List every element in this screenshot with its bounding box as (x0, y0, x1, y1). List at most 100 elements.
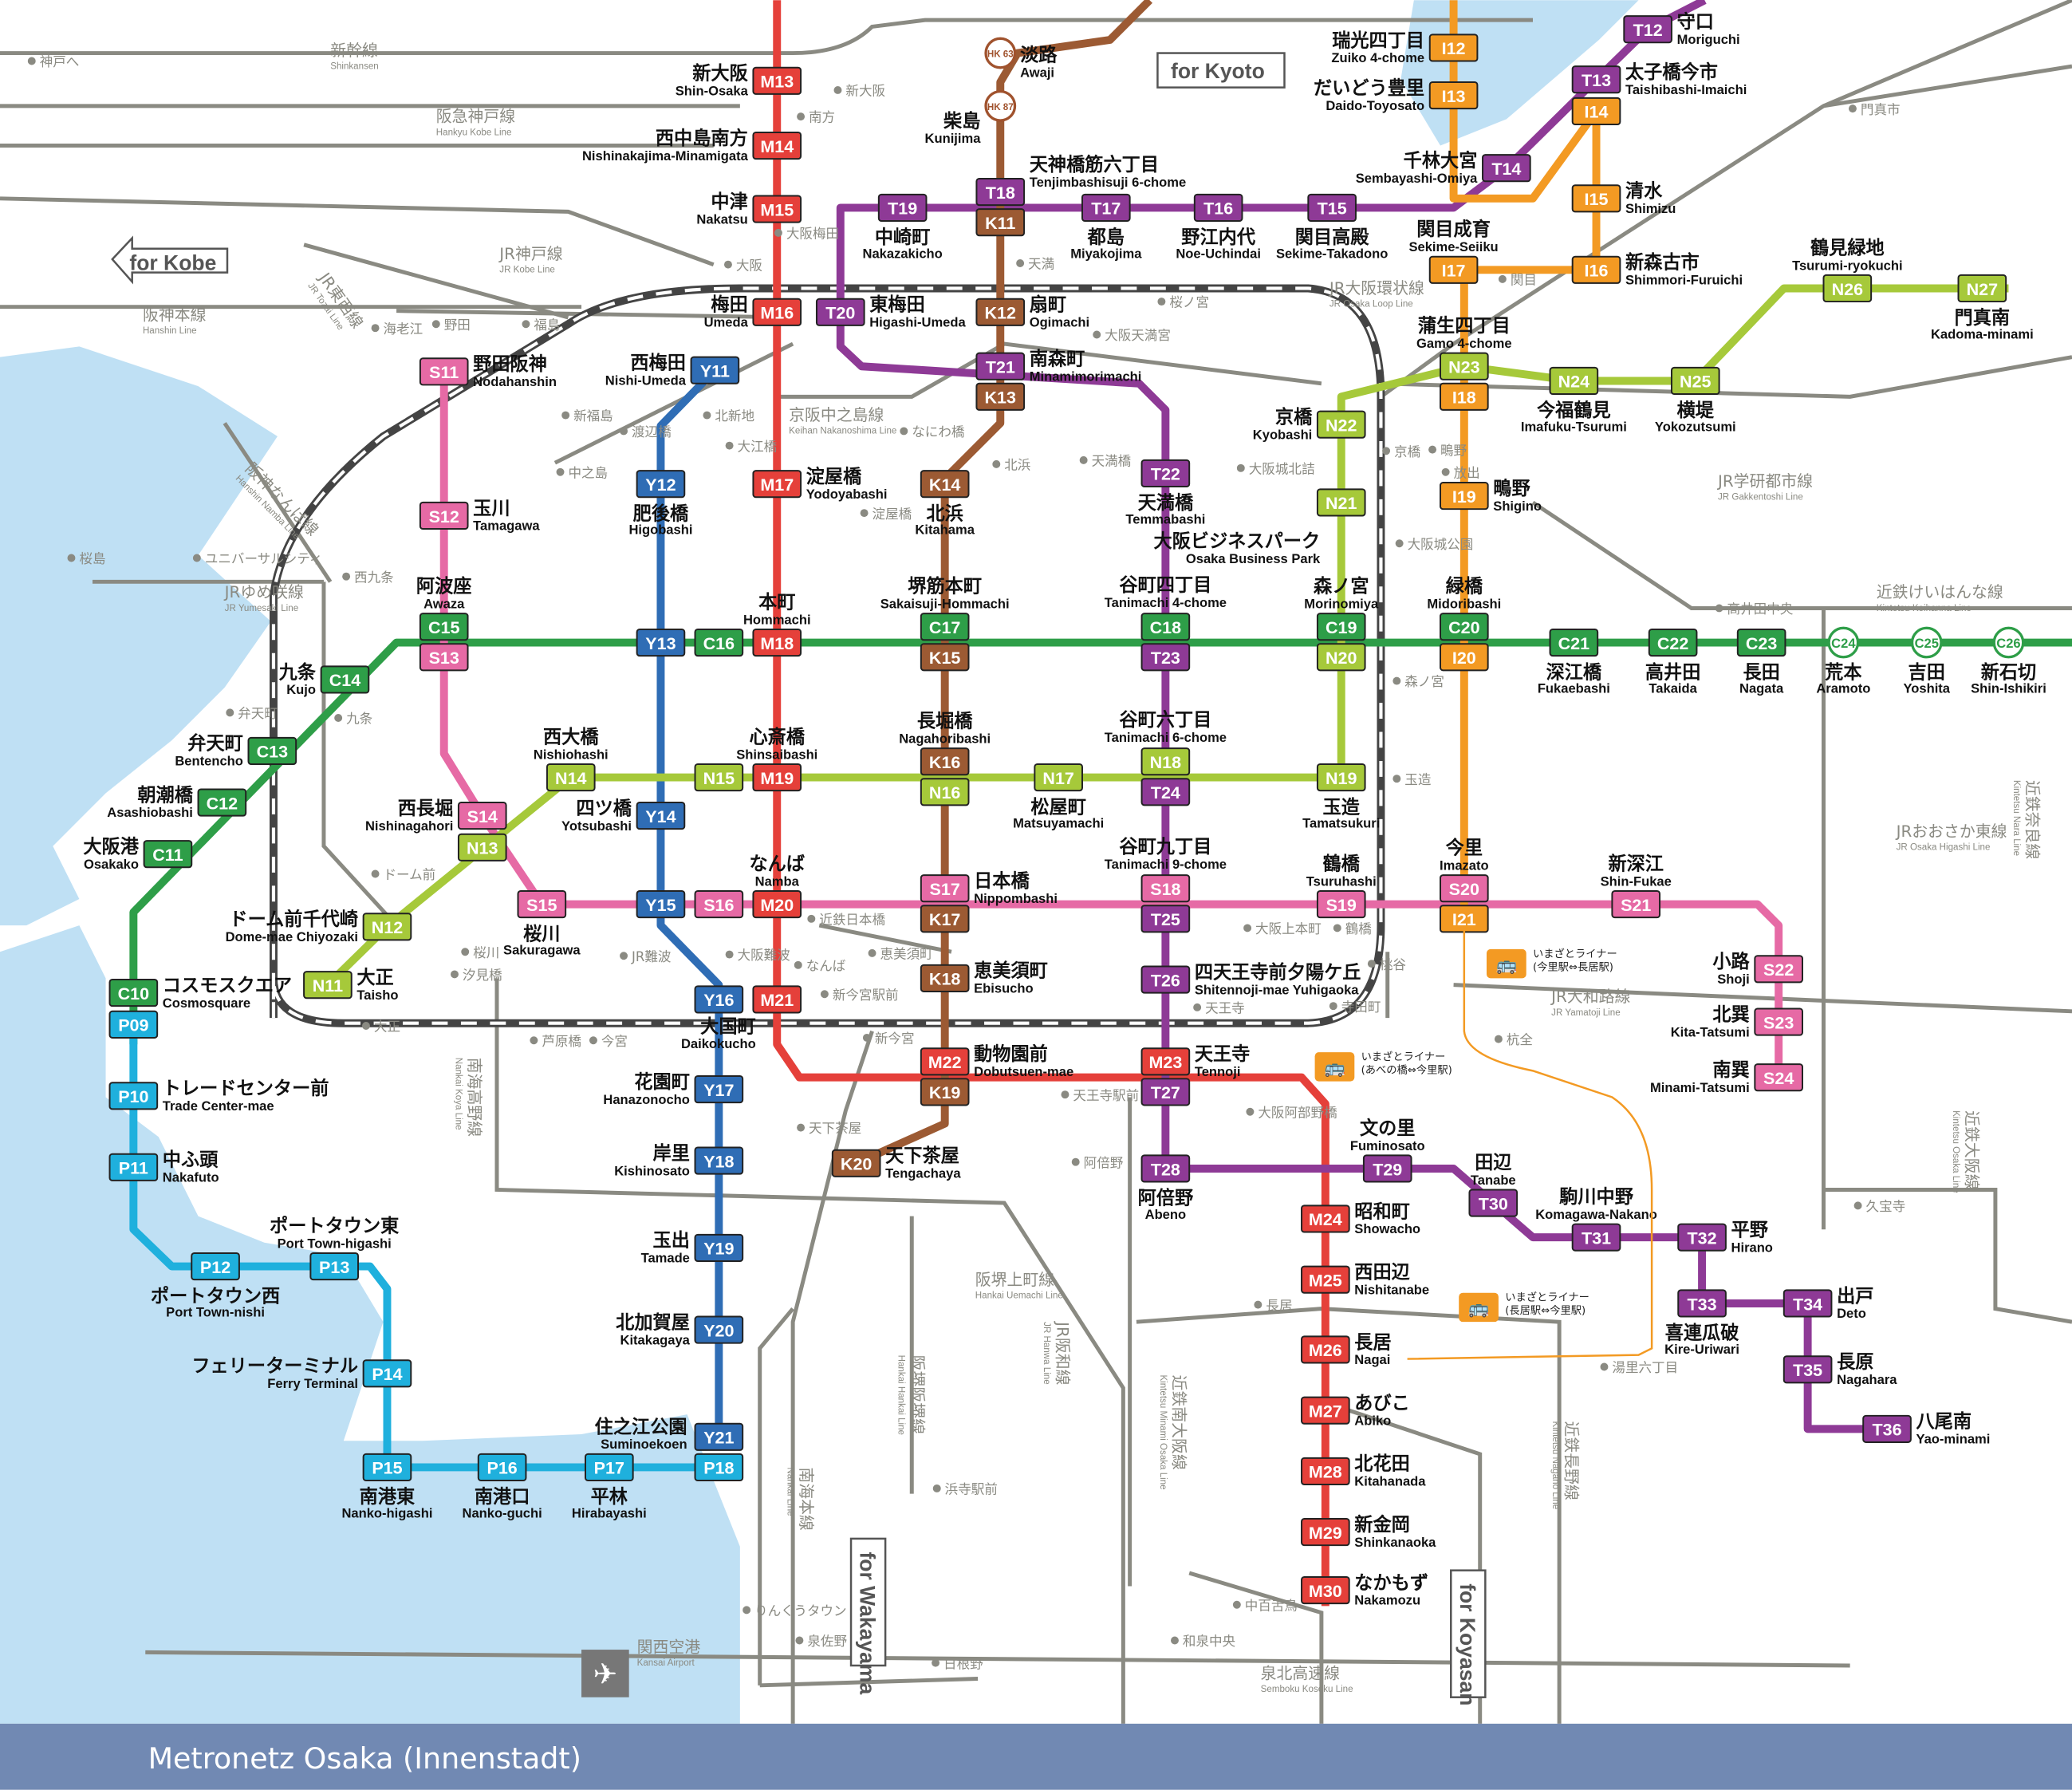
station-N20[interactable]: N20 (1316, 643, 1366, 672)
station-K19[interactable]: K19 (920, 1078, 970, 1106)
station-T14[interactable]: T14 (1482, 154, 1531, 183)
station-M19[interactable]: M19 (752, 763, 802, 792)
station-Y14[interactable]: Y14 (636, 802, 686, 830)
station-S23[interactable]: S23 (1754, 1007, 1803, 1036)
station-K13[interactable]: K13 (975, 382, 1026, 411)
station-I19[interactable]: I19 (1440, 482, 1489, 511)
station-C11[interactable]: C11 (143, 840, 193, 869)
station-T24[interactable]: T24 (1140, 778, 1191, 806)
station-P11[interactable]: P11 (108, 1153, 159, 1181)
station-M22[interactable]: M22 (920, 1047, 970, 1076)
station-P12[interactable]: P12 (191, 1252, 240, 1281)
station-K14[interactable]: K14 (920, 470, 970, 499)
station-I18[interactable]: I18 (1440, 382, 1489, 411)
station-T25[interactable]: T25 (1140, 905, 1191, 933)
station-S20[interactable]: S20 (1440, 874, 1489, 903)
station-N25[interactable]: N25 (1670, 366, 1720, 396)
station-C26[interactable]: C26 (1992, 626, 2025, 659)
station-N26[interactable]: N26 (1822, 274, 1873, 303)
station-K12[interactable]: K12 (975, 298, 1026, 326)
station-K11[interactable]: K11 (975, 208, 1026, 237)
station-M26[interactable]: M26 (1301, 1335, 1350, 1364)
station-T20[interactable]: T20 (815, 298, 865, 326)
station-M24[interactable]: M24 (1301, 1205, 1350, 1233)
for-kyoto-sign[interactable]: for Kyoto (1156, 52, 1286, 89)
station-C17[interactable]: C17 (920, 613, 970, 641)
station-N15[interactable]: N15 (694, 763, 744, 792)
station-C14[interactable]: C14 (320, 665, 370, 694)
station-S22[interactable]: S22 (1754, 955, 1803, 984)
station-T31[interactable]: T31 (1571, 1223, 1621, 1252)
station-N24[interactable]: N24 (1549, 366, 1599, 396)
station-K18[interactable]: K18 (920, 964, 970, 992)
station-M30[interactable]: M30 (1301, 1575, 1350, 1605)
station-C10[interactable]: C10 (108, 979, 159, 1007)
station-M27[interactable]: M27 (1301, 1396, 1350, 1425)
station-S15[interactable]: S15 (517, 890, 567, 919)
station-S17[interactable]: S17 (920, 874, 970, 903)
station-N19[interactable]: N19 (1316, 763, 1366, 792)
station-C19[interactable]: C19 (1316, 613, 1366, 641)
station-C16[interactable]: C16 (694, 628, 744, 657)
station-I20[interactable]: I20 (1440, 643, 1489, 672)
station-N21[interactable]: N21 (1316, 488, 1366, 517)
station-Y16[interactable]: Y16 (694, 985, 744, 1014)
station-C25[interactable]: C25 (1910, 626, 1943, 659)
station-Y15[interactable]: Y15 (636, 890, 686, 919)
station-T36[interactable]: T36 (1862, 1414, 1912, 1443)
station-Y17[interactable]: Y17 (694, 1074, 744, 1104)
station-T22[interactable]: T22 (1140, 459, 1191, 488)
station-N13[interactable]: N13 (457, 833, 507, 861)
station-N16[interactable]: N16 (920, 778, 970, 806)
station-T27[interactable]: T27 (1140, 1078, 1191, 1106)
for-wakayama-sign[interactable]: for Wakayama (849, 1537, 887, 1695)
station-K17[interactable]: K17 (920, 905, 970, 933)
station-C13[interactable]: C13 (247, 736, 297, 765)
